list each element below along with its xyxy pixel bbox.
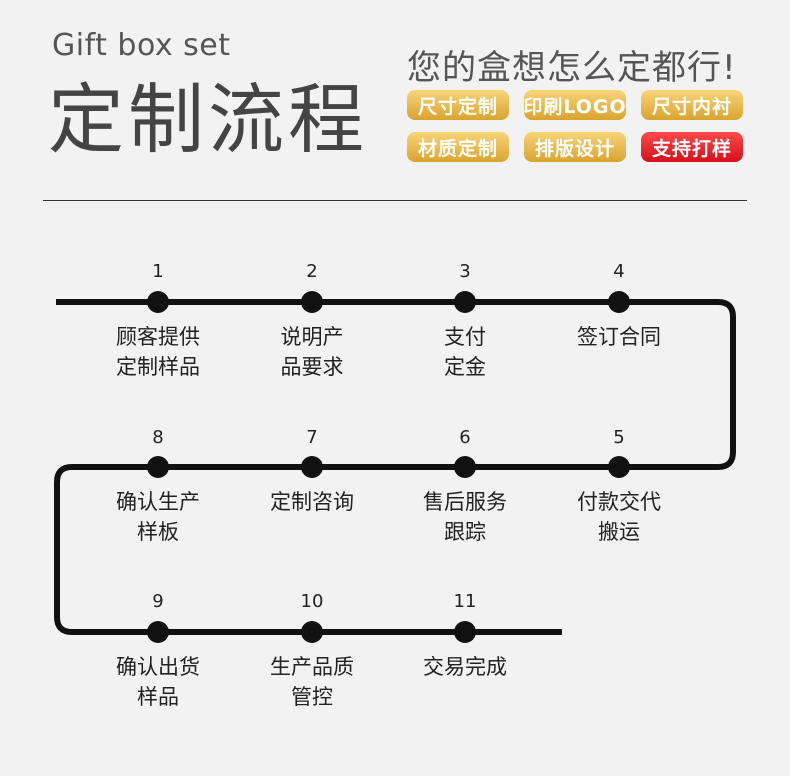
step-10-dot bbox=[301, 621, 323, 643]
step-8-dot bbox=[147, 456, 169, 478]
step-2-line1: 说明产 bbox=[280, 325, 344, 349]
page-title: 定制流程 bbox=[48, 75, 368, 164]
step-10-number: 10 bbox=[300, 591, 324, 612]
step-8-number: 8 bbox=[152, 427, 164, 448]
step-2-label: 说明产 品要求 bbox=[247, 322, 377, 382]
step-6-line1: 售后服务 bbox=[423, 490, 507, 514]
step-7-dot bbox=[301, 456, 323, 478]
step-3-line1: 支付 bbox=[444, 325, 486, 349]
step-2-line2: 品要求 bbox=[280, 355, 344, 379]
step-1-dot bbox=[147, 291, 169, 313]
step-8-line1: 确认生产 bbox=[116, 490, 200, 514]
step-5-label: 付款交代 搬运 bbox=[554, 487, 684, 547]
step-7-label: 定制咨询 bbox=[247, 487, 377, 517]
tag-size-custom: 尺寸定制 bbox=[407, 90, 509, 120]
step-9-line1: 确认出货 bbox=[116, 655, 200, 679]
step-6-dot bbox=[454, 456, 476, 478]
step-9-number: 9 bbox=[152, 591, 164, 612]
step-9-dot bbox=[147, 621, 169, 643]
step-3-number: 3 bbox=[459, 261, 471, 282]
step-3-label: 支付 定金 bbox=[400, 322, 530, 382]
step-10-label: 生产品质 管控 bbox=[247, 652, 377, 712]
tag-size-lining: 尺寸内衬 bbox=[641, 90, 743, 120]
step-2-number: 2 bbox=[306, 261, 318, 282]
tag-layout-design: 排版设计 bbox=[524, 132, 626, 162]
step-11-number: 11 bbox=[453, 591, 477, 612]
step-8-label: 确认生产 样板 bbox=[93, 487, 223, 547]
step-11-dot bbox=[454, 621, 476, 643]
step-11-line1: 交易完成 bbox=[423, 655, 507, 679]
step-2-dot bbox=[301, 291, 323, 313]
step-5-line2: 搬运 bbox=[598, 520, 640, 544]
step-10-line2: 管控 bbox=[291, 685, 333, 709]
step-10-line1: 生产品质 bbox=[270, 655, 354, 679]
divider bbox=[43, 200, 747, 201]
step-6-number: 6 bbox=[459, 427, 471, 448]
step-7-number: 7 bbox=[306, 427, 318, 448]
step-11-label: 交易完成 bbox=[400, 652, 530, 682]
step-9-line2: 样品 bbox=[137, 685, 179, 709]
step-4-line1: 签订合同 bbox=[577, 325, 661, 349]
step-5-dot bbox=[608, 456, 630, 478]
step-4-number: 4 bbox=[613, 261, 625, 282]
step-9-label: 确认出货 样品 bbox=[93, 652, 223, 712]
step-3-line2: 定金 bbox=[444, 355, 486, 379]
step-1-line2: 定制样品 bbox=[116, 355, 200, 379]
step-1-label: 顾客提供 定制样品 bbox=[93, 322, 223, 382]
slogan: 您的盒想怎么定都行! bbox=[407, 48, 737, 88]
step-6-line2: 跟踪 bbox=[444, 520, 486, 544]
feature-tags: 尺寸定制 印刷LOGO 尺寸内衬 材质定制 排版设计 支持打样 bbox=[407, 90, 747, 162]
tag-material-custom: 材质定制 bbox=[407, 132, 509, 162]
step-4-label: 签订合同 bbox=[554, 322, 684, 352]
step-8-line2: 样板 bbox=[137, 520, 179, 544]
step-1-number: 1 bbox=[152, 261, 164, 282]
step-6-label: 售后服务 跟踪 bbox=[400, 487, 530, 547]
step-7-line1: 定制咨询 bbox=[270, 490, 354, 514]
subtitle: Gift box set bbox=[52, 28, 231, 63]
step-1-line1: 顾客提供 bbox=[116, 325, 200, 349]
step-4-dot bbox=[608, 291, 630, 313]
tag-print-logo: 印刷LOGO bbox=[524, 90, 626, 120]
step-3-dot bbox=[454, 291, 476, 313]
step-5-line1: 付款交代 bbox=[577, 490, 661, 514]
step-5-number: 5 bbox=[613, 427, 625, 448]
tag-sample-support: 支持打样 bbox=[641, 132, 743, 162]
